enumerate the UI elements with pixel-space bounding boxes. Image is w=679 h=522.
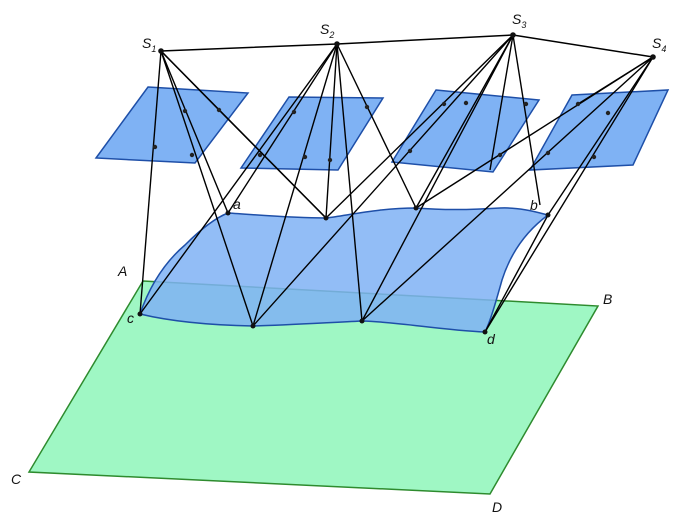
- point-d: [482, 329, 488, 335]
- label-s4: S4: [652, 35, 666, 54]
- s2-point: [334, 41, 340, 47]
- rays-extra: [218, 109, 549, 333]
- label-s3: S3: [512, 11, 526, 30]
- image-plane-3: [390, 89, 541, 173]
- label-s2: S2: [320, 21, 334, 40]
- label-C: C: [11, 471, 22, 487]
- s3-point: [510, 32, 516, 38]
- point-c: [137, 311, 143, 317]
- camera-baseline: [160, 34, 654, 58]
- image-plane-1: [94, 86, 250, 164]
- point-a: [225, 210, 231, 216]
- s1-point: [158, 48, 164, 54]
- s4-point: [650, 54, 656, 60]
- image-points: [152, 100, 611, 163]
- rays-s3: [252, 34, 541, 327]
- surface-point-3: [250, 323, 256, 329]
- label-A: A: [117, 263, 127, 279]
- label-d: d: [487, 331, 496, 347]
- label-D: D: [492, 499, 502, 515]
- point-b: [545, 212, 551, 218]
- label-c: c: [127, 310, 134, 326]
- rays-s2: [139, 43, 417, 327]
- label-b: b: [530, 197, 538, 213]
- surface-point-2: [413, 205, 419, 211]
- terrain-surface: [139, 207, 550, 333]
- label-a: a: [233, 196, 241, 212]
- image-plane-4: [528, 89, 670, 171]
- label-B: B: [603, 291, 612, 307]
- image-plane-2: [239, 96, 385, 171]
- surface-point-1: [323, 215, 329, 221]
- surface-point-4: [359, 318, 365, 324]
- label-s1: S1: [142, 35, 156, 54]
- rays-s4: [361, 56, 654, 333]
